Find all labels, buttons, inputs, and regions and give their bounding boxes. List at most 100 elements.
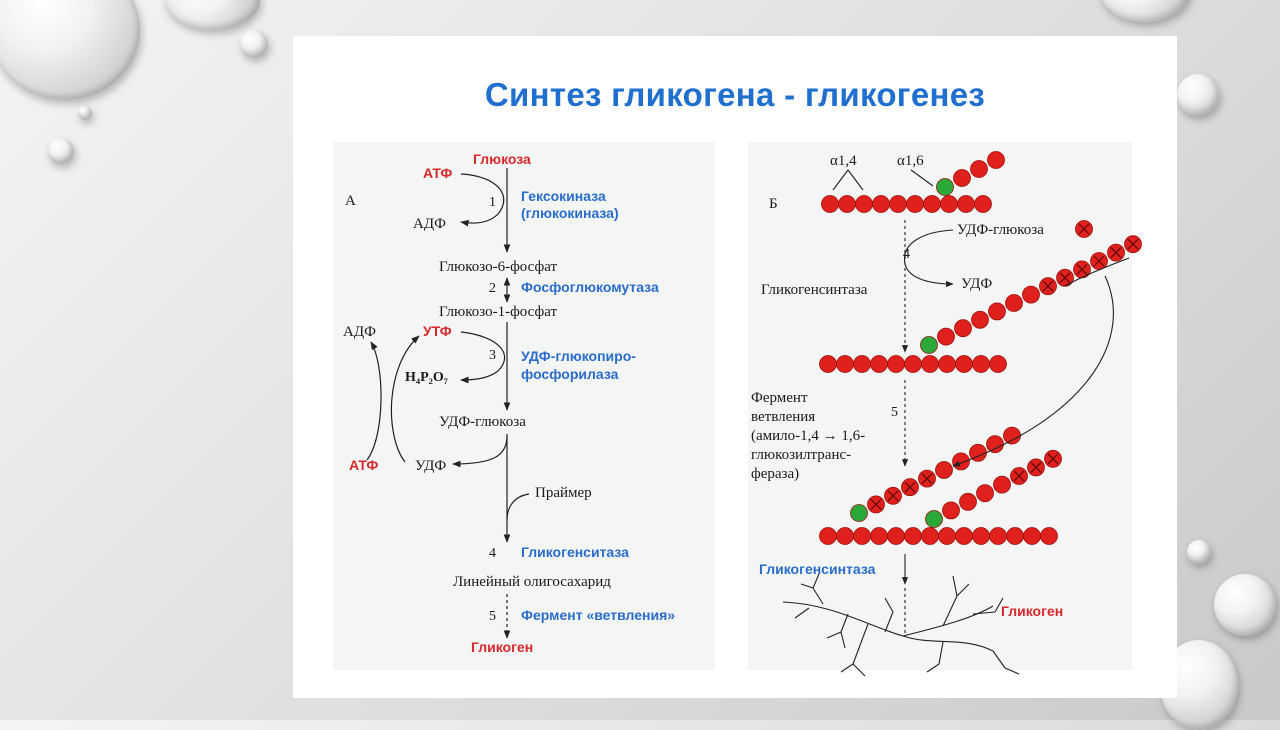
glucose-unit: [993, 475, 1011, 494]
udp-glucose-mark: [1013, 470, 1025, 482]
udp-glucose-mark: [1110, 247, 1122, 259]
glucose-unit: [853, 527, 871, 545]
glucose-unit: [955, 355, 973, 373]
udp-glucose-mark: [1059, 272, 1071, 284]
enzyme-branching-a: Фермент «ветвления»: [521, 607, 675, 623]
glucose-unit: [872, 195, 890, 213]
glucose-unit: [937, 327, 955, 346]
udp-glucose-label-b: УДФ-глюкоза: [957, 222, 1044, 238]
glucose-unit: [972, 355, 990, 373]
udpg-udp-curve-b: [903, 229, 954, 288]
step-4-number: 4: [489, 546, 496, 561]
g6p-label: Глюкозо-6-фосфат: [439, 259, 558, 275]
step-5-number: 5: [489, 609, 496, 624]
glucose-unit: [921, 527, 939, 545]
water-drop-decoration: [1100, 0, 1190, 22]
branch-transfer-arrow: [952, 275, 1114, 467]
water-drop-decoration: [1214, 574, 1276, 636]
enzyme-udp-glucose-pyrophosphorylase-line1: УДФ-глюкопиро-: [521, 348, 636, 364]
step-4-number-b: 4: [903, 247, 910, 262]
glucose-unit: [988, 302, 1006, 321]
step-1-number: 1: [489, 195, 496, 210]
utp-label: УТФ: [423, 323, 452, 339]
alpha-1-6-label: α1,6: [897, 153, 924, 169]
panel-b-label: Б: [769, 196, 778, 212]
glucose-unit: [957, 195, 975, 213]
udp-glucose-mark: [921, 473, 933, 485]
glucose-unit: [952, 452, 970, 471]
udp-to-utp-curve: [390, 335, 420, 463]
glucose-unit: [836, 527, 854, 545]
glucose-unit: [887, 355, 905, 373]
glucose-unit: [971, 310, 989, 329]
alpha-1-4-pointer: [832, 169, 864, 191]
glucose-unit: [1003, 426, 1021, 445]
branch-point-unit: [850, 504, 868, 522]
glucose-unit: [1006, 527, 1024, 545]
atp-bottom-label: АТФ: [349, 457, 378, 473]
glucose-unit: [855, 195, 873, 213]
glucose-unit: [906, 195, 924, 213]
water-drop-decoration: [48, 138, 74, 164]
glucose-unit: [819, 527, 837, 545]
glucose-unit: [970, 160, 988, 178]
glucose-unit: [904, 355, 922, 373]
glucose-unit: [987, 151, 1005, 169]
branch-point-unit: [920, 336, 938, 354]
water-drop-decoration: [78, 106, 92, 120]
udp-glucose-mark: [1047, 453, 1059, 465]
glycogen-label-a: Гликоген: [471, 639, 533, 655]
adp-top-label: АДФ: [413, 216, 446, 232]
branch-point-unit: [925, 510, 943, 528]
alpha-1-6-pointer: [910, 169, 934, 187]
primer-input-curve: [506, 493, 530, 521]
udp-glucose-mark: [1093, 255, 1105, 267]
water-drop-decoration: [1177, 74, 1219, 116]
glucose-unit: [959, 492, 977, 511]
udp-label: УДФ: [415, 458, 446, 474]
glucose-unit: [972, 527, 990, 545]
step-3-number: 3: [489, 348, 496, 363]
branch-point-unit: [936, 178, 954, 196]
glucose-unit: [989, 527, 1007, 545]
glucose-unit: [819, 355, 837, 373]
glucose-unit: [889, 195, 907, 213]
water-drop-decoration: [165, 0, 260, 30]
glucose-unit: [942, 501, 960, 520]
udp-glucose-mark: [1076, 263, 1088, 275]
udp-glucose-mark: [1127, 238, 1139, 250]
slide-content: Синтез гликогена - гликогенез А Глюкоза …: [293, 36, 1177, 698]
glucose-unit: [938, 527, 956, 545]
branch-transfer-bracket: [1064, 257, 1130, 287]
glucose-unit: [953, 169, 971, 187]
glucose-unit: [821, 195, 839, 213]
glycogen-synthase-label-b: Гликогенсинтаза: [761, 282, 868, 298]
water-drop-decoration: [240, 30, 268, 58]
water-drop-decoration: [0, 0, 140, 100]
branching-enzyme-line1: Фермент: [751, 390, 808, 406]
udp-glucose-mark: [1042, 280, 1054, 292]
glucose-unit: [853, 355, 871, 373]
water-drop-decoration: [1187, 540, 1211, 564]
udp-glucose-mark: [870, 498, 882, 510]
udp-glucose-mark: [1078, 223, 1090, 235]
enzyme-udp-glucose-pyrophosphorylase-line2: фосфорилаза: [521, 366, 619, 382]
glucose-unit: [1023, 527, 1041, 545]
udp-glucose-label: УДФ-глюкоза: [439, 414, 526, 430]
glucose-unit: [923, 195, 941, 213]
enzyme-phosphoglucomutase: Фосфоглюкомутаза: [521, 279, 659, 295]
panel-b-background: [748, 142, 1132, 670]
glucose-unit: [989, 355, 1007, 373]
glucose-unit: [938, 355, 956, 373]
glucose-unit: [904, 527, 922, 545]
enzyme-glycogen-synthase-a: Гликогенситаза: [521, 544, 629, 560]
primer-label: Праймер: [535, 485, 592, 501]
glucose-unit: [955, 527, 973, 545]
glucose-unit: [1022, 285, 1040, 304]
alpha-1-4-label: α1,4: [830, 153, 857, 169]
glucose-unit: [940, 195, 958, 213]
utp-to-ppi-curve: [460, 331, 506, 384]
glycogen-synthase-blue-label: Гликогенсинтаза: [759, 561, 876, 577]
glycogen-tree-icon: [782, 573, 1020, 677]
pyrophosphate-label: H₄P₂O₇: [405, 370, 448, 385]
